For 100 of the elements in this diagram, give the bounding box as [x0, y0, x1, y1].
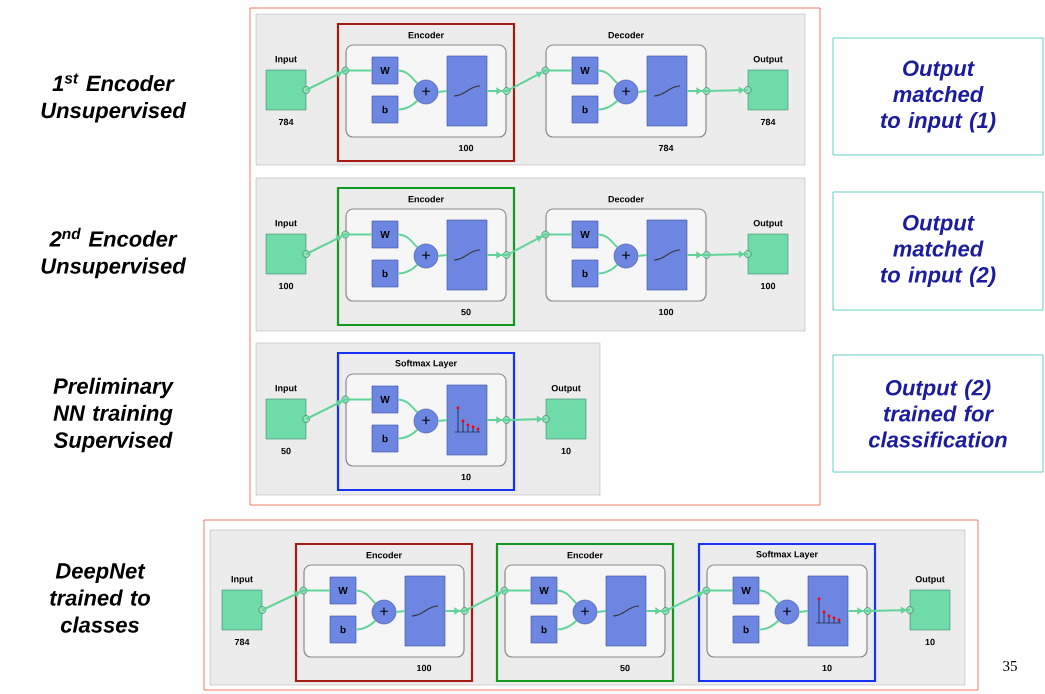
arrow	[686, 86, 749, 95]
heading-label: Softmax Layer	[756, 550, 818, 560]
heading-label: Output	[915, 575, 945, 585]
size-label: 100	[459, 144, 474, 152]
transfer-function-box	[446, 384, 488, 456]
weight-box: W	[530, 576, 558, 605]
size-label: 100	[417, 664, 432, 672]
connector-line	[355, 589, 377, 605]
connector-line	[437, 90, 448, 93]
size-label: 784	[234, 638, 250, 646]
transfer-function-box	[605, 575, 647, 647]
transfer-function-box	[446, 219, 488, 291]
bias-box: b	[571, 95, 599, 124]
connector-line	[397, 398, 419, 414]
arrow	[486, 69, 573, 95]
bias-box: b	[371, 95, 399, 124]
connector-line	[597, 233, 619, 249]
arrow	[305, 69, 373, 91]
connector-line	[355, 619, 377, 631]
connector-line	[637, 90, 648, 93]
heading-label: Encoder	[408, 195, 444, 203]
note-box: Output matched to input (2)	[832, 191, 1044, 311]
heading-label: Output	[753, 55, 783, 65]
heading-label: Input	[275, 55, 297, 65]
connector-line	[395, 610, 406, 613]
weight-box: W	[732, 576, 760, 605]
connector-line	[556, 589, 578, 605]
heading-label: Input	[231, 576, 253, 585]
connector-line	[798, 610, 809, 613]
page-number: 35	[1003, 660, 1017, 672]
transfer-function-box	[404, 575, 446, 647]
size-label: 10	[561, 447, 571, 455]
heading-label: Decoder	[608, 31, 644, 39]
bias-box: b	[329, 615, 357, 644]
size-label: 10	[925, 638, 935, 646]
weight-box: W	[371, 56, 399, 85]
size-label: 100	[659, 308, 674, 316]
size-label: 50	[281, 447, 291, 455]
arrow	[444, 589, 532, 615]
arrow	[305, 233, 373, 255]
size-label: 784	[760, 118, 776, 126]
size-label: 100	[761, 282, 776, 290]
connector-line	[397, 428, 419, 440]
note-box: Output matched to input (1)	[832, 37, 1044, 156]
transfer-function-box	[446, 55, 488, 127]
note-box: Output (2) trained for classification	[832, 354, 1044, 473]
arrow	[847, 606, 911, 615]
row-caption: DeepNet trained to classes	[50, 563, 150, 633]
row-caption: Preliminary NN training Supervised	[53, 377, 174, 453]
connector-line	[397, 233, 419, 249]
heading-label: Encoder	[366, 551, 402, 559]
bias-box: b	[732, 615, 760, 644]
row-caption: 2$^{nd}$ Encoder Unsupervised	[41, 227, 187, 279]
weight-box: W	[371, 385, 399, 414]
heading-label: Encoder	[567, 551, 603, 559]
size-label: 784	[278, 118, 294, 126]
arrow	[305, 398, 373, 420]
arrow	[261, 589, 331, 611]
transfer-function-box	[646, 55, 688, 127]
size-label: 10	[822, 664, 832, 672]
size-label: 10	[461, 473, 471, 481]
connector-line	[437, 254, 448, 257]
arrow	[486, 233, 573, 259]
connector-line	[397, 69, 419, 85]
bias-box: b	[371, 259, 399, 288]
size-label: 784	[658, 144, 674, 152]
weight-box: W	[371, 220, 399, 249]
arrow	[486, 415, 547, 424]
transfer-function-box	[646, 219, 688, 291]
heading-label: Decoder	[608, 195, 644, 203]
connector-line	[596, 610, 607, 613]
connector-line	[397, 99, 419, 111]
connector-line	[758, 619, 780, 631]
heading-label: Output	[753, 219, 783, 229]
size-label: 50	[461, 308, 471, 316]
connector-line	[597, 69, 619, 85]
bias-box: b	[530, 615, 558, 644]
heading-label: Input	[275, 219, 297, 229]
bias-box: b	[371, 424, 399, 453]
heading-label: Input	[275, 384, 297, 394]
heading-label: Softmax Layer	[395, 359, 457, 369]
heading-label: Output	[551, 384, 581, 394]
size-label: 100	[279, 282, 294, 290]
connector-line	[637, 254, 648, 257]
bias-box: b	[571, 259, 599, 288]
weight-box: W	[571, 220, 599, 249]
connector-line	[397, 263, 419, 275]
weight-box: W	[329, 576, 357, 605]
connector-line	[758, 589, 780, 605]
connector-line	[556, 619, 578, 631]
size-label: 50	[620, 664, 630, 672]
connector-line	[597, 99, 619, 111]
weight-box: W	[571, 56, 599, 85]
transfer-function-box	[807, 575, 849, 647]
connector-line	[597, 263, 619, 275]
heading-label: Encoder	[408, 31, 444, 39]
row-caption: 1$^{st}$ Encoder Unsupervised	[41, 73, 187, 123]
arrow	[645, 589, 734, 615]
connector-line	[437, 419, 448, 422]
arrow	[686, 250, 749, 259]
